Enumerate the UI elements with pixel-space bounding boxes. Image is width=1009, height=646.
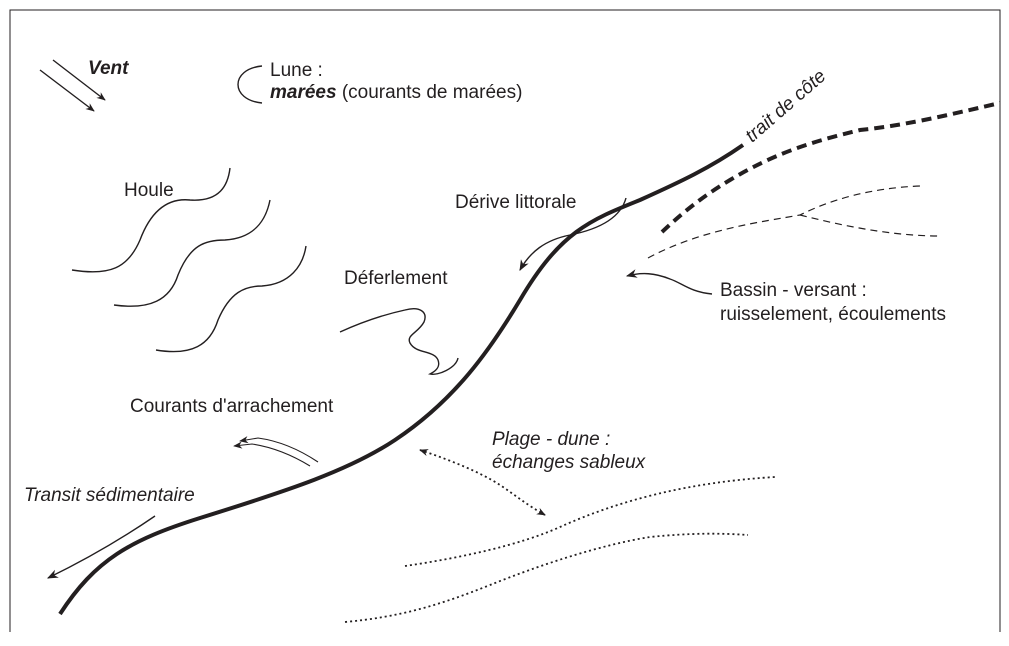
river-main	[660, 101, 1001, 234]
swell-wave-2	[113, 199, 271, 307]
label-bassin-line2: ruisselement, écoulements	[720, 303, 946, 325]
label-vent: Vent	[88, 58, 129, 79]
label-bassin-versant: Bassin - versant : ruisselement, écoulem…	[720, 280, 946, 326]
label-transit-sedimentaire: Transit sédimentaire	[24, 485, 195, 506]
wind-arrow-2	[39, 69, 95, 112]
label-lune-title: Lune :	[270, 60, 323, 81]
label-deferlement: Déferlement	[344, 268, 448, 289]
swell-wave-3	[155, 245, 307, 353]
wind-arrow-1	[52, 59, 106, 101]
watershed-line-1	[647, 185, 921, 259]
label-derive-littorale: Dérive littorale	[455, 192, 577, 213]
coastline	[58, 143, 745, 616]
breaking-wave	[339, 308, 459, 375]
label-lune-marees: marées	[270, 81, 337, 103]
dune-lines	[344, 476, 776, 623]
rip-current-arrow-1	[239, 436, 319, 463]
wind-arrows	[39, 59, 106, 112]
watershed-line-2	[799, 214, 941, 237]
rip-current-arrow-2	[233, 441, 311, 467]
dune-line-1	[404, 476, 776, 567]
frame-border	[9, 9, 1001, 632]
moon-icon	[237, 65, 263, 104]
label-houle: Houle	[124, 180, 174, 201]
label-lune-rest: (courants de marées)	[336, 81, 523, 103]
dune-line-2	[344, 532, 749, 623]
label-courants-arrachement: Courants d'arrachement	[130, 396, 334, 417]
label-plage-line1: Plage - dune :	[492, 429, 611, 450]
watershed-arrow	[625, 269, 713, 295]
littoral-drift-arrow	[519, 197, 627, 271]
label-plage-line2: échanges sableux	[492, 451, 646, 473]
label-lune-detail: marées (courants de marées)	[270, 82, 522, 104]
label-trait-de-cote: trait de côte	[742, 66, 831, 147]
label-lune: Lune : marées (courants de marées)	[270, 60, 522, 104]
label-bassin-line1: Bassin - versant :	[720, 280, 867, 301]
watershed-lines	[647, 185, 941, 259]
sediment-transit-arrow	[47, 515, 156, 579]
beach-dune-exchange-arrow	[419, 449, 546, 516]
swell-wave-1	[71, 167, 231, 273]
rip-current-arrows	[233, 436, 319, 467]
swell-waves	[71, 167, 307, 353]
label-plage-dune: Plage - dune : échanges sableux	[492, 429, 645, 474]
